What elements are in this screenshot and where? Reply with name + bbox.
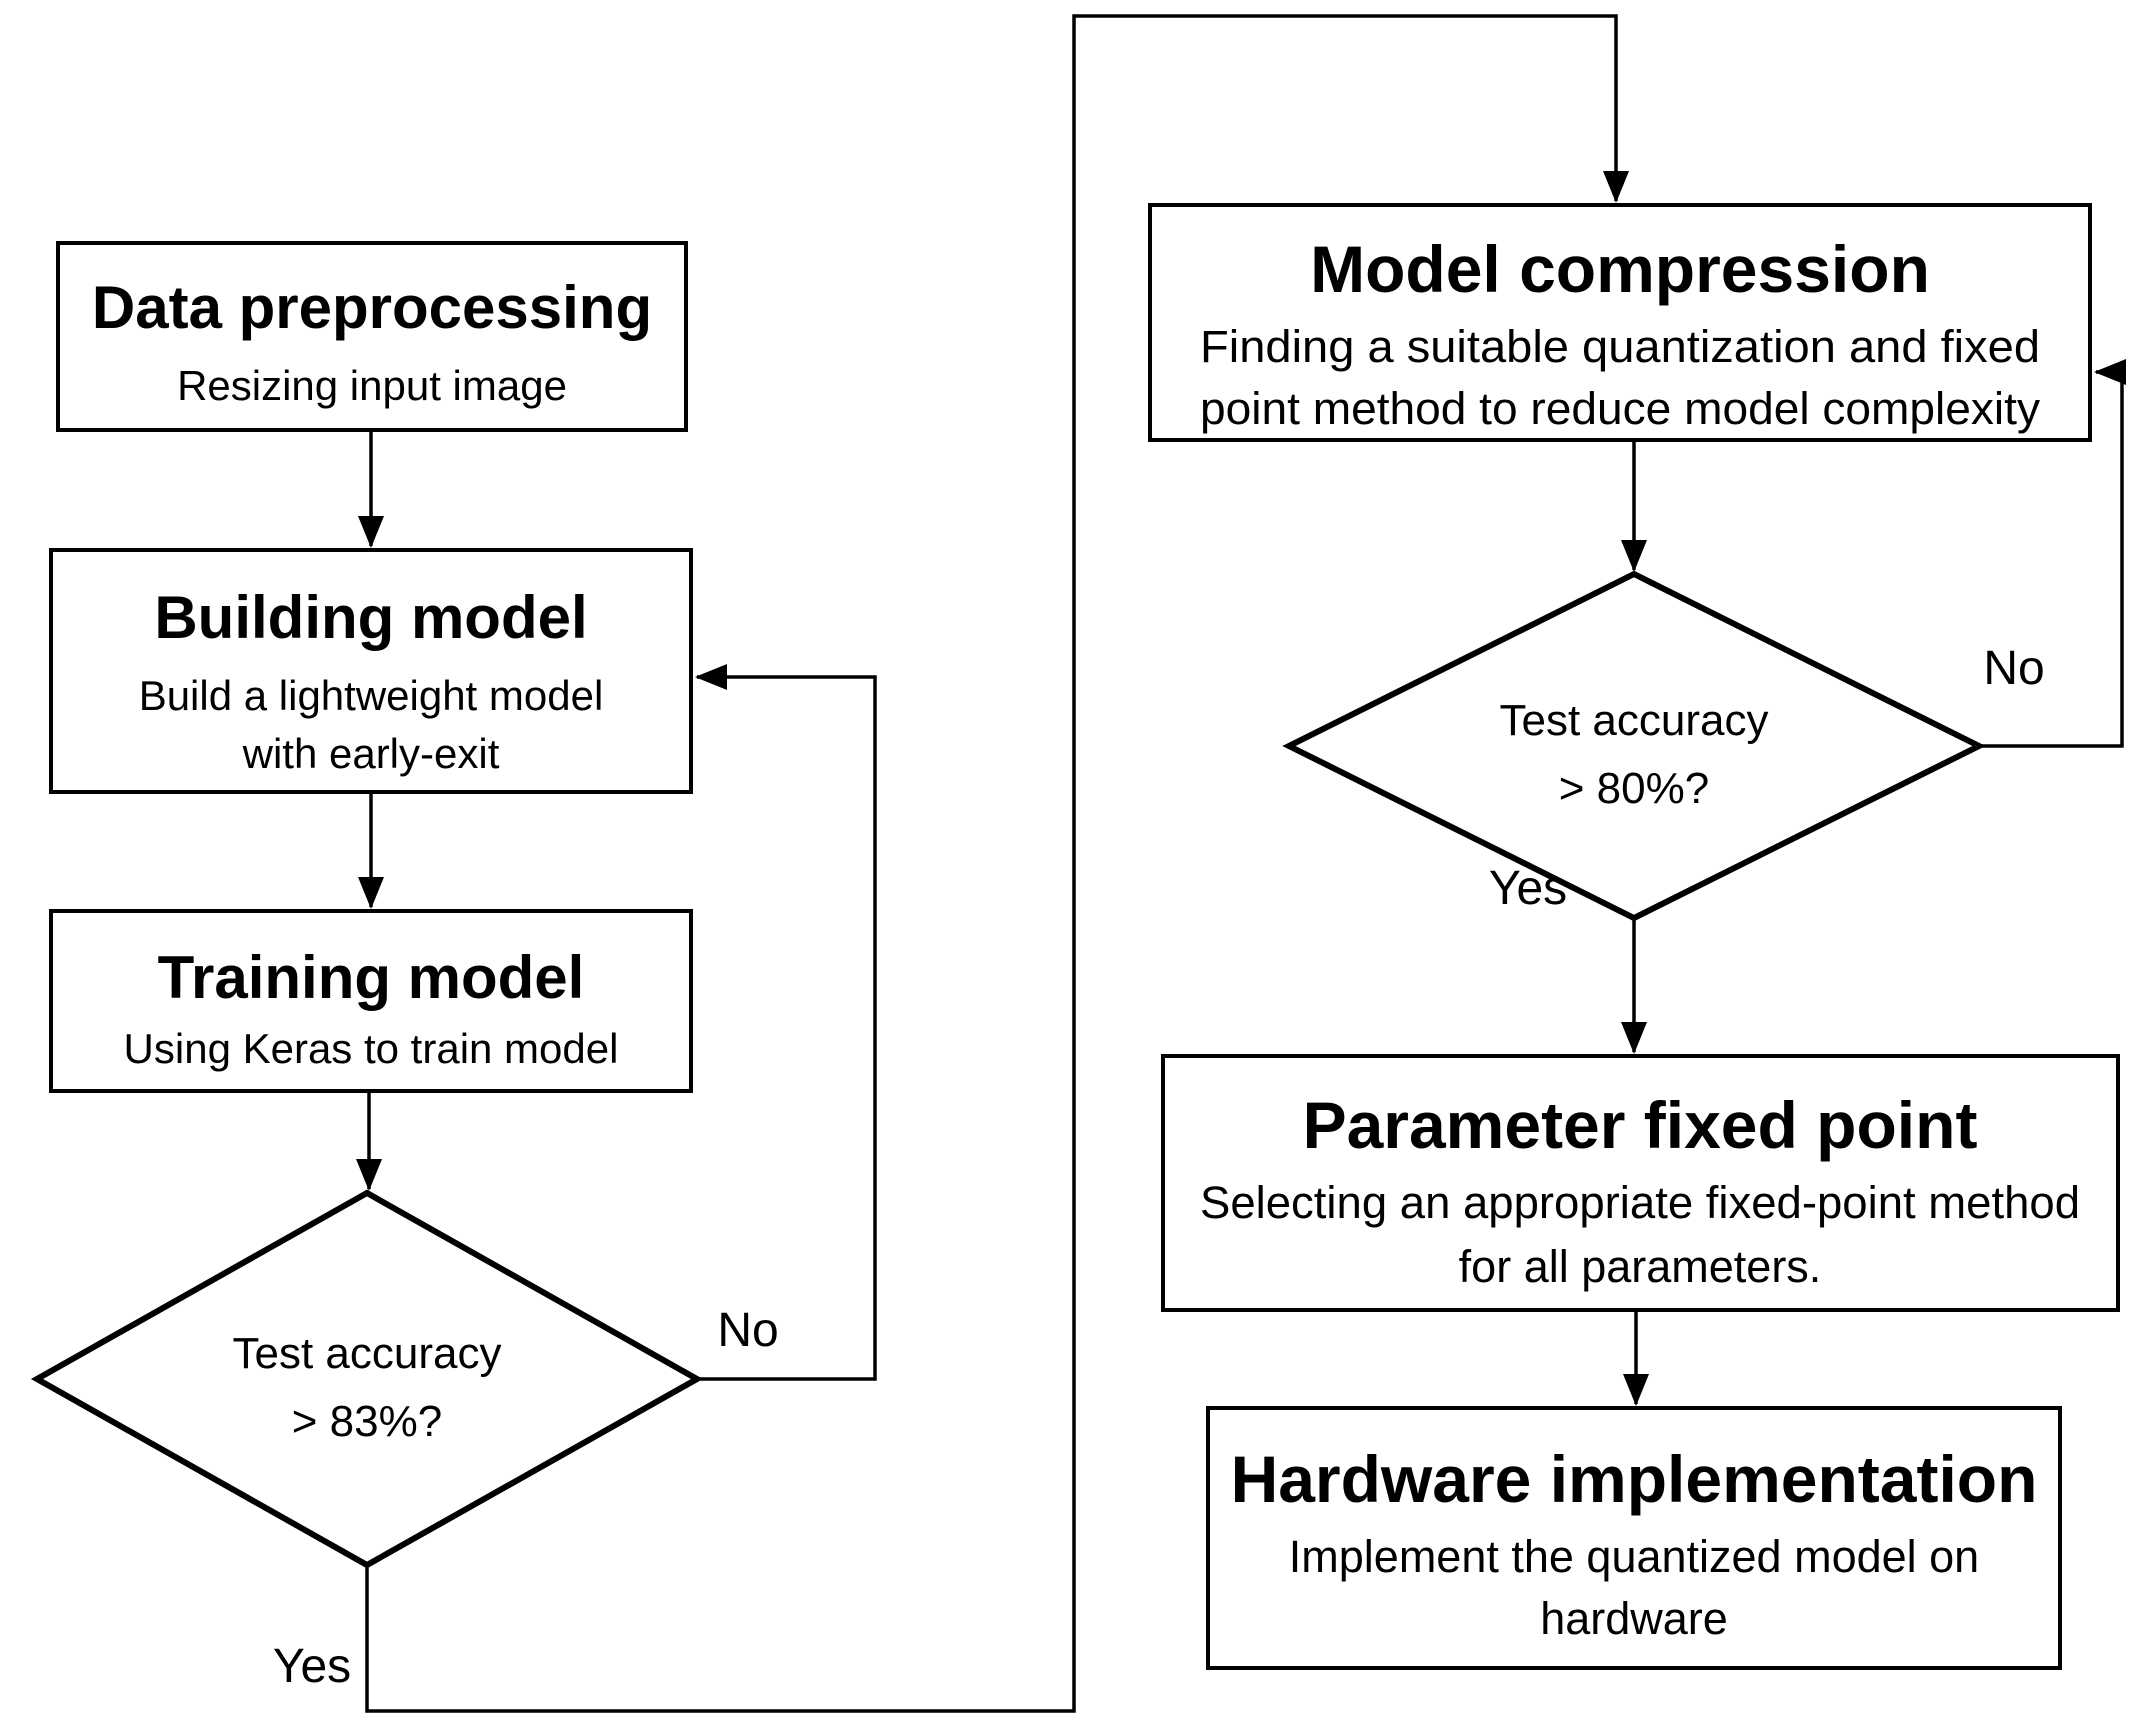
parameter-fixed-point-title: Parameter fixed point: [1303, 1088, 1978, 1162]
parameter-fixed-point-subtitle-line2: for all parameters.: [1459, 1241, 1822, 1292]
training-model-subtitle: Using Keras to train model: [124, 1025, 619, 1072]
hardware-implementation-subtitle-line2: hardware: [1540, 1593, 1728, 1644]
edge-decision-80-no-to-model-compression: [1979, 359, 2126, 748]
decision-83-line2: > 83%?: [292, 1397, 442, 1446]
parameter-fixed-point-box: [1161, 1054, 2120, 1312]
data-preprocessing-box: [56, 241, 688, 432]
data-preprocessing-title: Data preprocessing: [92, 274, 652, 341]
model-compression-subtitle-line2: point method to reduce model complexity: [1200, 383, 2041, 434]
edge-decision-83-yes-to-model-compression: [365, 14, 1629, 1713]
decision-83-yes-label: Yes: [273, 1640, 351, 1693]
training-model-box: [49, 909, 693, 1093]
hardware-implementation-title: Hardware implementation: [1231, 1442, 2038, 1516]
decision-80-no-label: No: [1983, 642, 2044, 695]
data-preprocessing-subtitle: Resizing input image: [177, 362, 567, 409]
decision-80-line1: Test accuracy: [1500, 696, 1769, 745]
model-compression-box: [1148, 203, 2092, 442]
model-compression-subtitle-line1: Finding a suitable quantization and fixe…: [1200, 321, 2040, 372]
hardware-implementation-box: [1206, 1406, 2062, 1670]
hardware-implementation-subtitle-line1: Implement the quantized model on: [1289, 1531, 1979, 1582]
model-compression-title: Model compression: [1310, 232, 1930, 306]
decision-83-no-label: No: [717, 1304, 778, 1357]
building-model-subtitle-line2: with early-exit: [242, 730, 500, 777]
decision-80-diamond: [1282, 570, 1986, 922]
decision-83-diamond: [30, 1189, 704, 1569]
parameter-fixed-point-subtitle-line1: Selecting an appropriate fixed-point met…: [1200, 1177, 2080, 1228]
building-model-box: [49, 548, 693, 794]
building-model-subtitle-line1: Build a lightweight model: [139, 672, 604, 719]
training-model-title: Training model: [158, 944, 585, 1011]
decision-80-line2: > 80%?: [1559, 764, 1709, 813]
decision-80-yes-label: Yes: [1489, 862, 1567, 915]
decision-83-line1: Test accuracy: [233, 1329, 502, 1378]
edge-decision-83-no-to-building-model: [695, 664, 877, 1381]
building-model-title: Building model: [154, 584, 587, 651]
